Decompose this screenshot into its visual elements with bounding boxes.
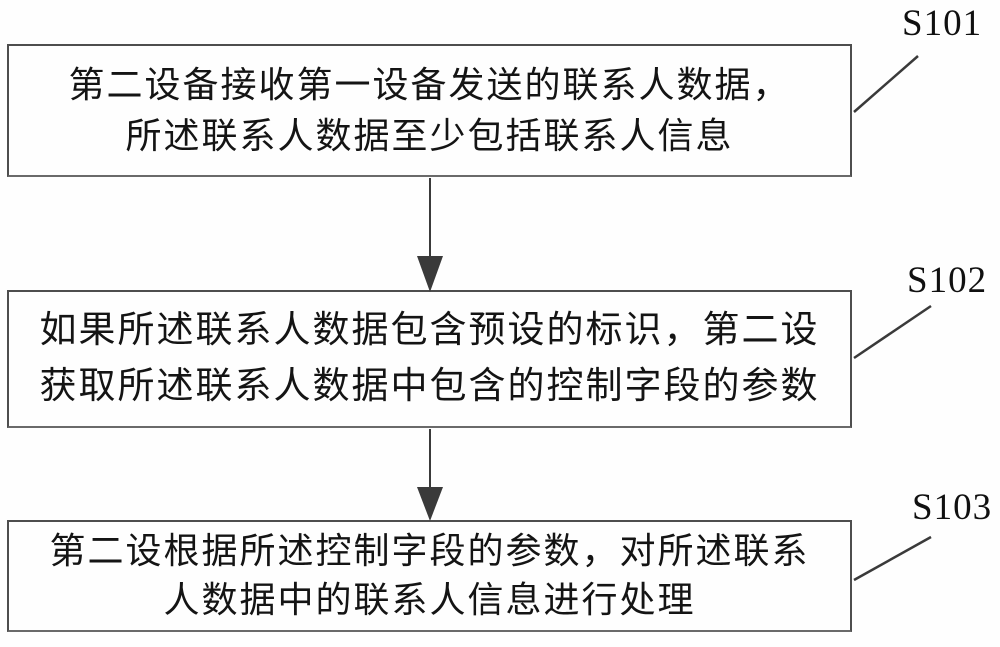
step-s102-text-line-2: 获取所述联系人数据中包含的控制字段的参数 <box>39 366 820 407</box>
arrow-1-down-icon <box>417 256 443 292</box>
step-s101-text-line-2: 所述联系人数据至少包括联系人信息 <box>125 115 734 156</box>
step-box-s101: 第二设备接收第一设备发送的联系人数据， 所述联系人数据至少包括联系人信息 <box>7 44 852 177</box>
step-box-s102: 如果所述联系人数据包含预设的标识，第二设 获取所述联系人数据中包含的控制字段的参… <box>7 290 852 428</box>
step-box-s103: 第二设根据所述控制字段的参数，对所述联系 人数据中的联系人信息进行处理 <box>7 520 852 632</box>
step-s101-text-line-1: 第二设备接收第一设备发送的联系人数据， <box>68 64 791 105</box>
step-label-s101: S101 <box>902 3 983 44</box>
step-s103-text-line-2: 人数据中的联系人信息进行处理 <box>163 580 696 620</box>
leader-line-s103 <box>853 535 932 582</box>
step-label-s102: S102 <box>907 260 988 301</box>
arrow-2-down-icon <box>417 487 443 521</box>
step-s103-text-line-1: 第二设根据所述控制字段的参数，对所述联系 <box>49 531 810 571</box>
leader-line-s101 <box>853 55 919 113</box>
leader-line-s102 <box>853 304 932 360</box>
step-label-s103: S103 <box>912 487 993 528</box>
step-s102-text-line-1: 如果所述联系人数据包含预设的标识，第二设 <box>39 310 820 351</box>
